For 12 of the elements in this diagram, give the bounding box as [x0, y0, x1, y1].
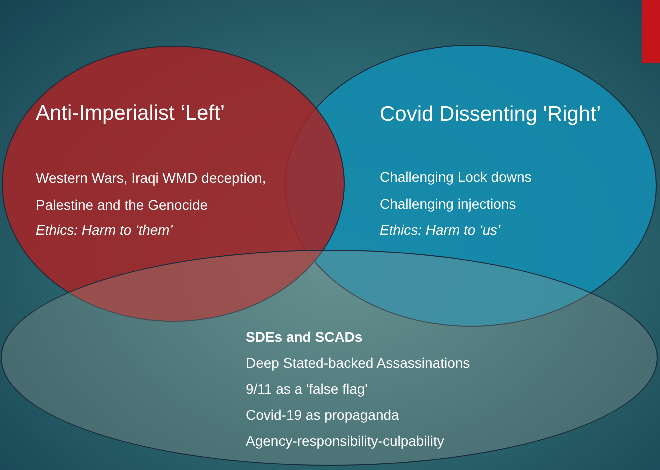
topic-text: Agency-responsibility-culpability — [246, 433, 444, 450]
topic-text: 9/11 as a 'false flag' — [246, 381, 368, 398]
ethics-note: Ethics: Harm to ‘us’ — [380, 222, 501, 239]
topic-text: Deep Stated-backed Assassinations — [246, 355, 470, 372]
topic-text: Covid-19 as propaganda — [246, 407, 400, 424]
ethics-note: Ethics: Harm to ‘them’ — [36, 222, 173, 239]
topic-text: Challenging Lock downs — [380, 169, 532, 186]
topic-text: Western Wars, Iraqi WMD deception, Palestine and the Genocide — [36, 169, 268, 215]
set-title: Anti-Imperialist ‘Left’ — [36, 101, 226, 126]
section-heading: SDEs and SCADs — [246, 329, 363, 346]
topic-text: Challenging injections — [380, 196, 516, 213]
set-title: Covid Dissenting 'Right’ — [380, 102, 602, 128]
